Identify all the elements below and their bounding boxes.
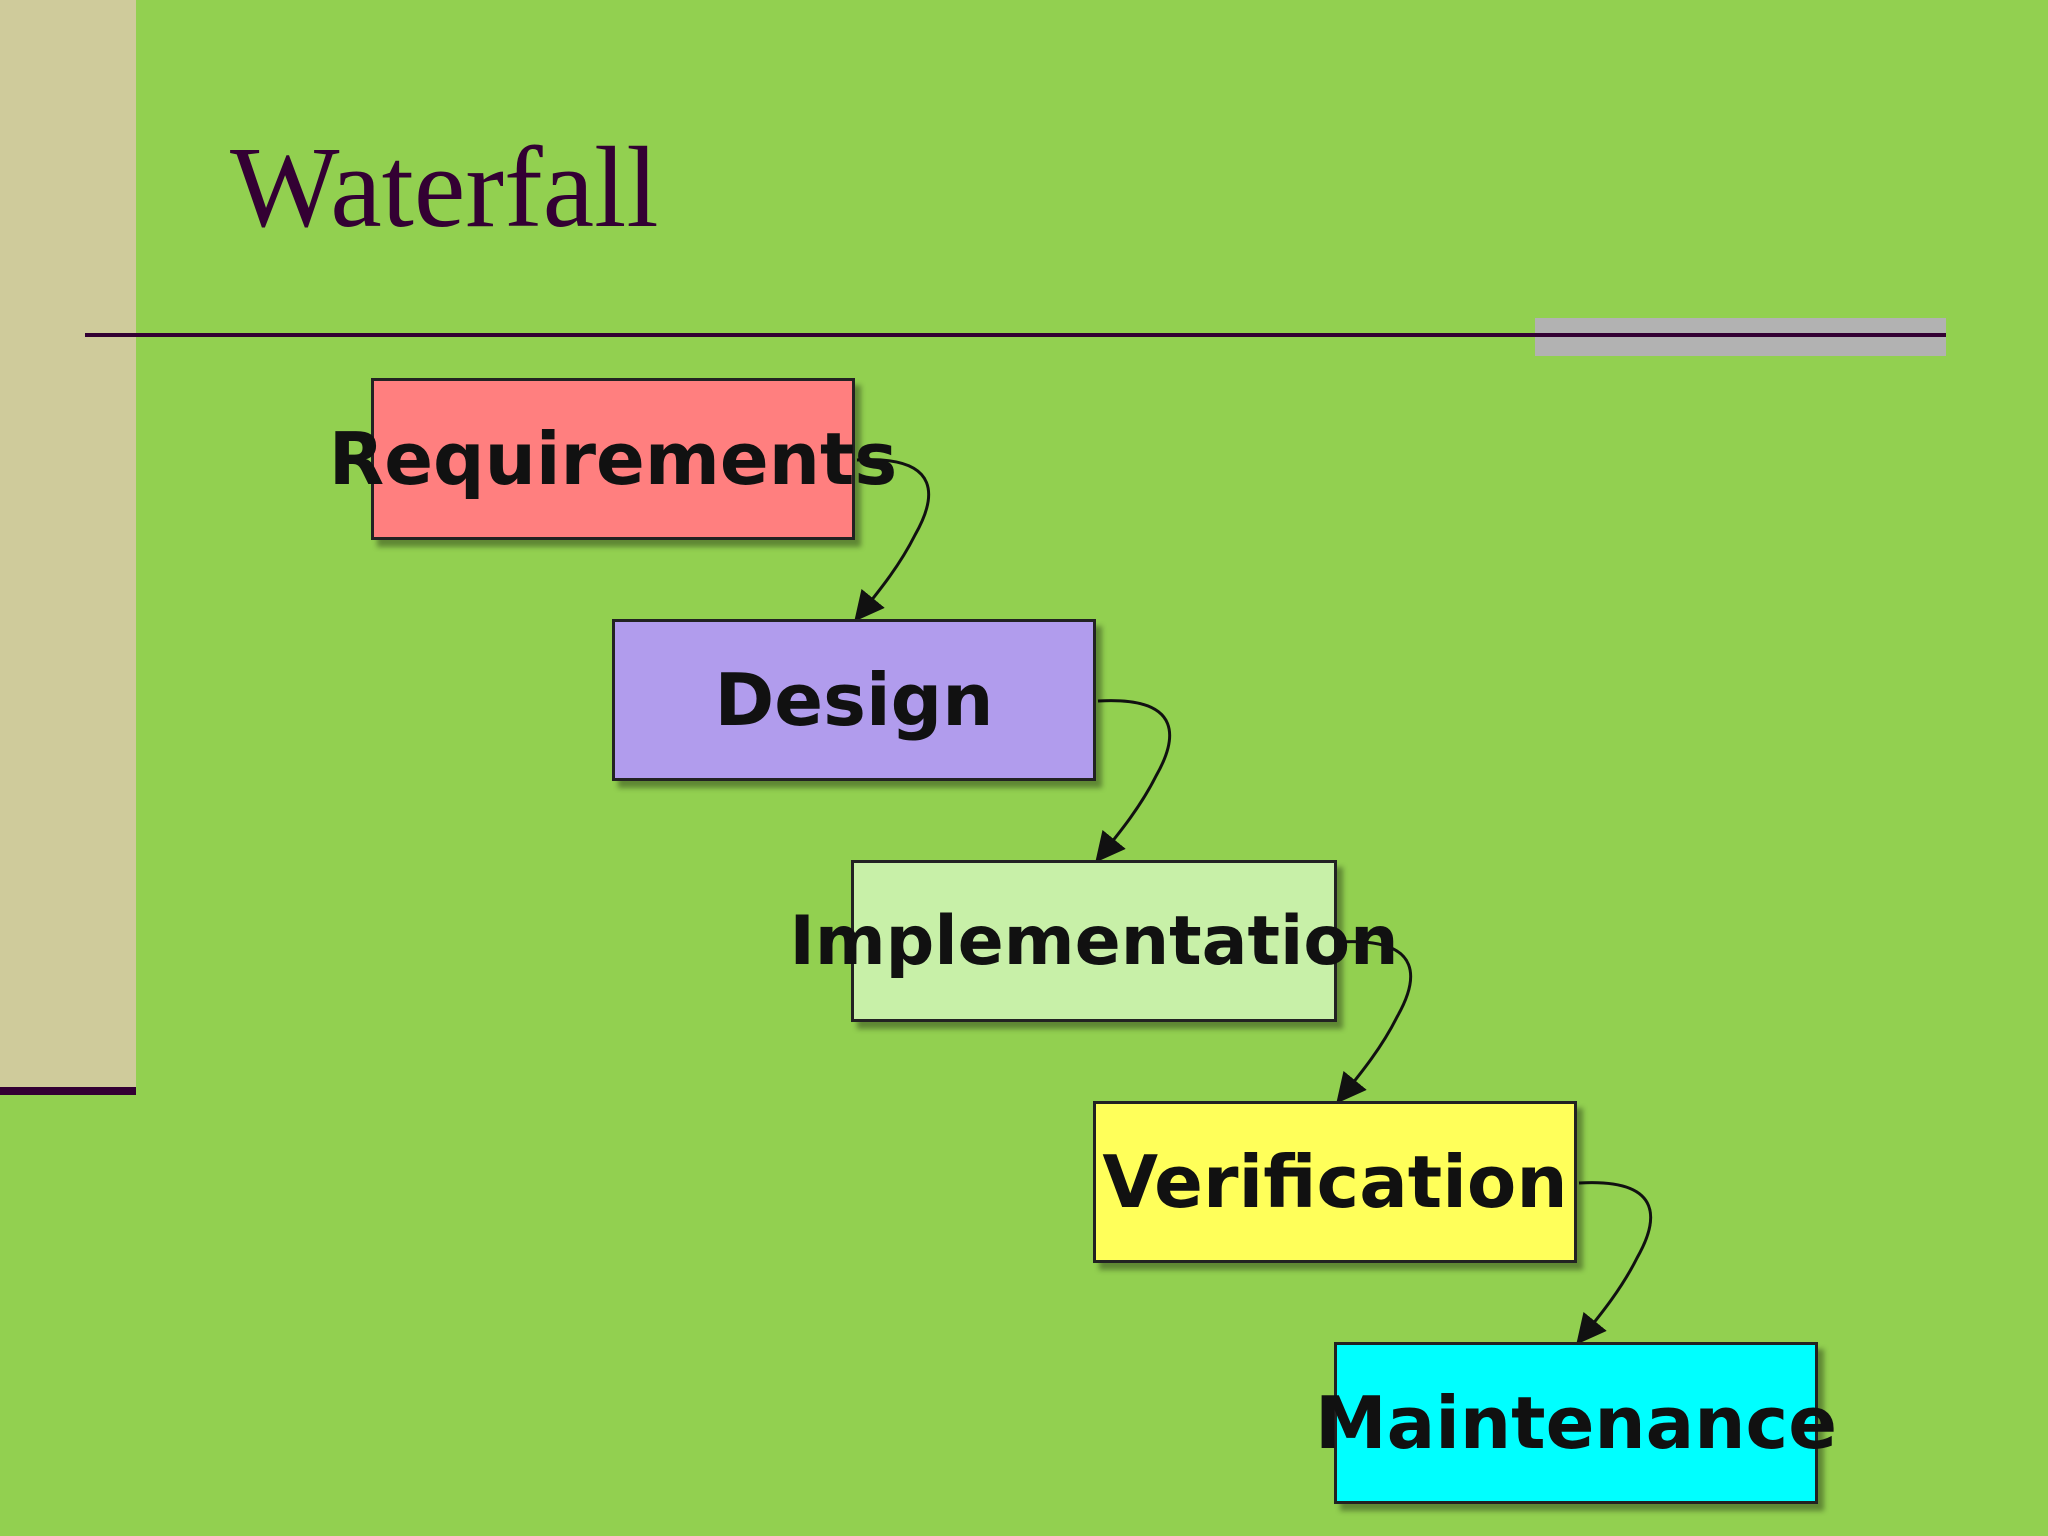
step-label: Maintenance	[1314, 1381, 1838, 1465]
step-label: Design	[714, 658, 994, 742]
step-implementation: Implementation	[790, 860, 1399, 1022]
step-requirements: Requirements	[329, 378, 897, 540]
left-band-rule	[0, 1087, 136, 1095]
step-design: Design	[612, 619, 1096, 781]
slide-title: Waterfall	[230, 124, 659, 252]
arrow-verification-to-maintenance	[1576, 1181, 1653, 1345]
step-label: Verification	[1102, 1140, 1568, 1224]
step-label: Implementation	[789, 901, 1399, 981]
left-decorative-band	[0, 0, 136, 1090]
arrow-requirements-to-design	[854, 458, 931, 622]
title-rule	[85, 333, 1946, 337]
step-verification: Verification	[1093, 1101, 1577, 1263]
title-rule-accent	[1535, 318, 1946, 356]
step-maintenance: Maintenance	[1315, 1342, 1837, 1504]
arrow-design-to-implementation	[1095, 699, 1172, 863]
step-label: Requirements	[328, 417, 898, 501]
arrow-implementation-to-verification	[1336, 940, 1413, 1104]
